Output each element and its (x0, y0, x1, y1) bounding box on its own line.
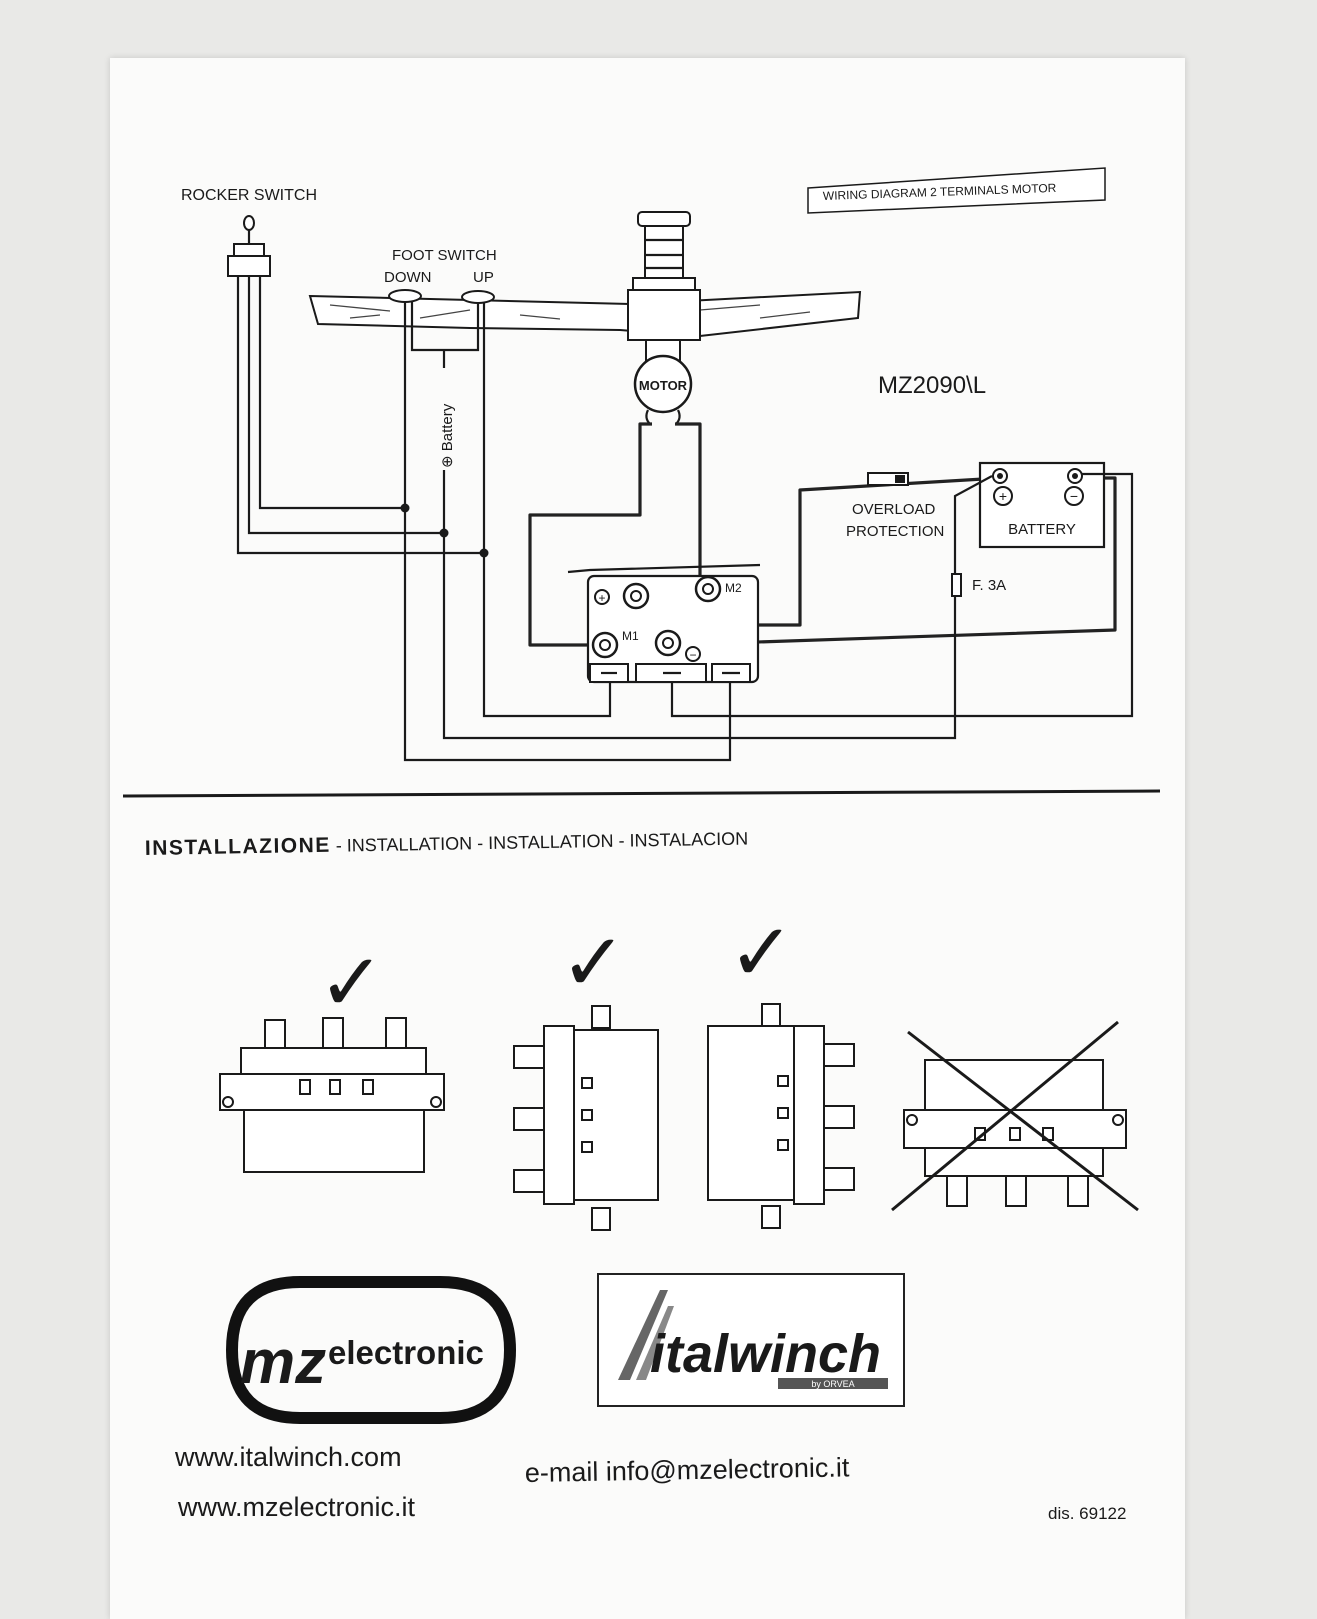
battery-plus-sign: + (999, 488, 1007, 504)
section-divider (122, 789, 1161, 798)
installation-heading: INSTALLAZIONE - INSTALLATION - INSTALLAT… (145, 826, 749, 860)
mz-electronic-logo: mz electronic (225, 1276, 517, 1424)
foot-switch-up-label: UP (473, 269, 494, 286)
overload-protection (867, 472, 909, 486)
website-italwinch: www.italwinch.com (174, 1442, 402, 1472)
motor-cable-m1 (528, 422, 652, 647)
m1-label: M1 (622, 629, 639, 643)
drawing-number: dis. 69122 (1048, 1504, 1126, 1523)
box-plus-sign: + (598, 591, 605, 605)
fuse-label: F. 3A (972, 577, 1006, 594)
installation-heading-rest: - INSTALLATION - INSTALLATION - INSTALAC… (331, 828, 749, 855)
battery-label: BATTERY (1008, 521, 1076, 538)
motor: MOTOR (633, 354, 693, 425)
model-number: MZ2090\L (878, 372, 986, 399)
deck-board (308, 289, 862, 338)
check-mark-3-icon: ✓ (728, 908, 795, 997)
mount-position-1 (219, 1017, 445, 1173)
overload-label-1: OVERLOAD (852, 501, 936, 518)
mz-logo-big-text: mz (240, 1328, 326, 1397)
m2-label: M2 (725, 581, 742, 595)
check-mark-2-icon: ✓ (560, 918, 627, 1007)
check-mark-1-icon: ✓ (318, 938, 385, 1027)
italwinch-sub-text: by ORVEA (811, 1379, 854, 1389)
battery-vertical-label: ⊕ Battery (439, 403, 456, 468)
overload-label-2: PROTECTION (846, 523, 944, 540)
rocker-switch-label: ROCKER SWITCH (181, 187, 317, 204)
mount-position-4 (903, 1059, 1127, 1207)
mount-position-3 (707, 1003, 855, 1229)
mount-position-2 (513, 1005, 659, 1231)
italwinch-logo-text: italwinch (650, 1324, 881, 1384)
title-box: WIRING DIAGRAM 2 TERMINALS MOTOR (807, 167, 1106, 214)
windlass-icon (627, 211, 701, 363)
battery: + − BATTERY (978, 461, 1106, 549)
cross-mark-icon (891, 1020, 1139, 1212)
email-address: e-mail info@mzelectronic.it (525, 1452, 850, 1488)
mz-logo-small-text: electronic (328, 1334, 484, 1371)
website-mzelectronic: www.mzelectronic.it (177, 1492, 416, 1522)
motor-label: MOTOR (639, 378, 688, 393)
foot-switch-down-label: DOWN (384, 269, 432, 286)
box-minus-sign: − (689, 648, 696, 662)
rocker-switch (227, 215, 271, 284)
installation-heading-bold: INSTALLAZIONE (145, 834, 331, 860)
control-wiring (236, 284, 1134, 762)
italwinch-logo: italwinch by ORVEA (597, 1273, 905, 1407)
foot-switch-label: FOOT SWITCH (392, 247, 497, 264)
control-box: + M2 M1 − (567, 563, 761, 684)
fuse-icon (951, 573, 962, 597)
motor-cable-m2 (675, 422, 708, 587)
battery-minus-sign: − (1070, 488, 1078, 504)
